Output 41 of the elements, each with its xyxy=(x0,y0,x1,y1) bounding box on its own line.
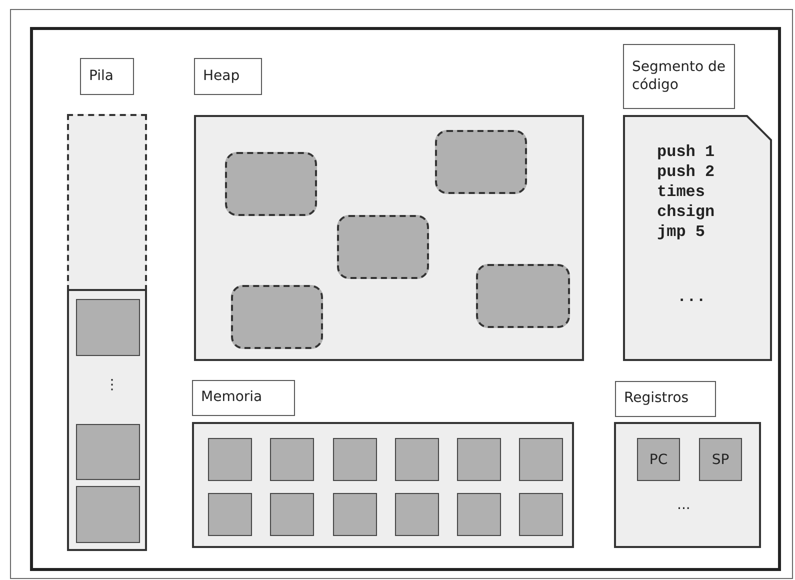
code-line: jmp 5 xyxy=(657,223,706,241)
allocated-block xyxy=(435,130,527,194)
memory-cell xyxy=(395,438,439,481)
memory-cell xyxy=(333,438,377,481)
memory-cell xyxy=(395,493,439,536)
code-segment-panel xyxy=(623,115,772,361)
register-panel xyxy=(614,422,761,548)
code-line: push 1 xyxy=(657,143,715,161)
code-line: chsign xyxy=(657,203,715,221)
memory-cell xyxy=(208,438,252,481)
code-line: ... xyxy=(677,288,706,306)
allocated-block xyxy=(476,264,570,328)
memory-cell xyxy=(519,438,563,481)
heap-panel xyxy=(194,115,584,361)
allocated-block xyxy=(225,152,317,216)
register-box: SP xyxy=(699,438,742,481)
section-label: Pila xyxy=(80,58,134,95)
section-label: Heap xyxy=(194,58,262,95)
ellipsis-mark: ... xyxy=(677,497,690,513)
memory-cell xyxy=(208,493,252,536)
allocated-block xyxy=(337,215,429,279)
register-box: PC xyxy=(637,438,680,481)
memory-cell xyxy=(457,493,501,536)
memory-cell xyxy=(270,438,314,481)
code-line: times xyxy=(657,183,706,201)
stack-panel xyxy=(67,289,147,551)
code-line: push 2 xyxy=(657,163,715,181)
stack-cell xyxy=(76,424,140,480)
memory-cell xyxy=(270,493,314,536)
free-stack-area xyxy=(67,114,147,291)
stack-cell xyxy=(76,299,140,356)
memory-cell xyxy=(519,493,563,536)
allocated-block xyxy=(231,285,323,349)
stack-cell xyxy=(76,486,140,543)
ellipsis-mark: ⋮ xyxy=(105,377,119,393)
memory-cell xyxy=(457,438,501,481)
memory-cell xyxy=(333,493,377,536)
section-label: Memoria xyxy=(192,380,295,416)
section-label: Segmento de código xyxy=(623,44,735,109)
memory-panel xyxy=(192,422,574,548)
section-label: Registros xyxy=(615,381,716,417)
